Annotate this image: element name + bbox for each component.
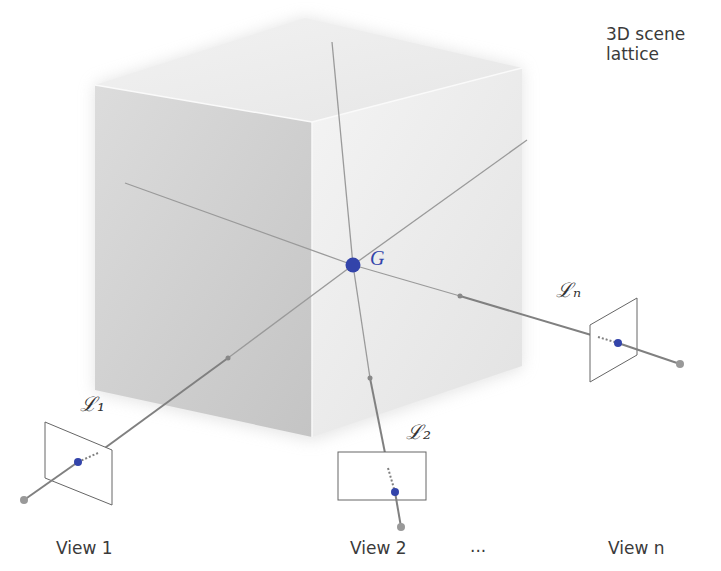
projection-dot (74, 458, 82, 466)
view-plane (590, 298, 637, 382)
view-label: View 1 (56, 538, 113, 558)
ray-2-mid (353, 265, 370, 378)
ray-segments (98, 296, 598, 468)
ray-ticks (226, 294, 463, 381)
ray-2-camera (395, 492, 401, 527)
view-label: View 2 (350, 538, 407, 558)
ray-1-inner (353, 140, 527, 265)
ray-1-outer (98, 358, 228, 453)
camera-rays (24, 337, 680, 527)
cube-shadow (95, 18, 522, 440)
ray-n-mid (353, 265, 460, 296)
camera-centres (20, 360, 684, 531)
camera-centre (397, 523, 405, 531)
cube-left (95, 85, 312, 437)
ray-tick (458, 294, 463, 299)
ray-tick (226, 356, 231, 361)
cube-right (312, 68, 522, 437)
projection-dot (614, 339, 622, 347)
cube-edge (312, 68, 522, 122)
ray-label: ℒ₂ (406, 420, 431, 444)
projections (74, 339, 622, 496)
ray-n-camera (618, 343, 680, 364)
ray-lines (125, 42, 527, 378)
ray-tick (368, 376, 373, 381)
ray-label: ℒₙ (556, 278, 581, 302)
view-plane (45, 422, 112, 505)
ray-n-inner (125, 183, 353, 265)
ray-label: ℒ₁ (80, 392, 105, 416)
ray-n-outer (460, 296, 598, 337)
camera-centre (676, 360, 684, 368)
ray-1-mid (228, 265, 353, 358)
point-label: G (370, 246, 384, 270)
cube-edge (95, 85, 312, 122)
view-label: View n (608, 538, 665, 558)
scene-point (346, 258, 361, 273)
projection-dot (391, 488, 399, 496)
ellipsis: ... (470, 536, 486, 556)
camera-centre (20, 496, 28, 504)
ray-2-inner (332, 42, 353, 265)
cube-edge (311, 122, 313, 437)
scene-caption: 3D scene lattice (606, 24, 696, 65)
ray-1-camera (24, 462, 78, 500)
view-plane (338, 452, 426, 500)
